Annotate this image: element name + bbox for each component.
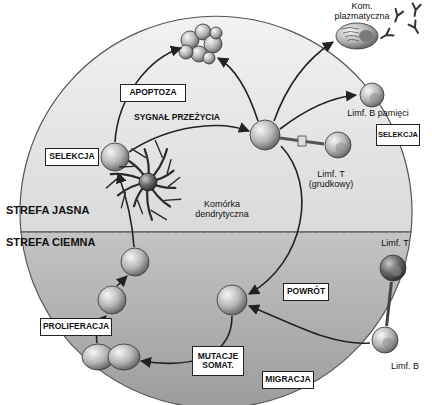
follicular-t-cell-shape: [324, 131, 352, 159]
dendrite-branch: [132, 149, 146, 158]
centroblast: [121, 248, 149, 276]
cell-label: Limf. T (grudkowy): [302, 170, 360, 190]
cell-nucleus: [359, 30, 373, 42]
antibody: [411, 3, 421, 16]
dividing-cell: [108, 344, 140, 370]
b-cell: Limf. B: [371, 326, 399, 354]
zone-fill: [20, 16, 412, 232]
t-cell-shape: [379, 254, 407, 282]
cell-er: [347, 40, 359, 42]
cell-body: [336, 23, 378, 49]
centroblast: [98, 286, 126, 314]
dendrite-branch: [138, 200, 143, 213]
memory-b-cell-shape: [359, 82, 385, 108]
cell-label: Kom. plazmatyczna: [332, 2, 392, 22]
cell-nucleus: [390, 265, 401, 276]
cell-er: [341, 28, 359, 30]
dendrite-branch: [167, 160, 171, 174]
step-box: MUTACJE SOMAT.: [192, 346, 244, 376]
antibody: [379, 29, 393, 42]
process-label: SYGNAŁ PRZEŻYCIA: [134, 112, 220, 122]
step-box: APOPTOZA: [120, 84, 186, 102]
cell-label: Limf. B pamięci: [341, 109, 415, 119]
dendrite-branch: [165, 199, 181, 200]
step-label: POWRÓT: [285, 287, 327, 296]
apoptotic-body: [203, 52, 215, 64]
cell-label: Limf. T: [370, 239, 420, 249]
apoptotic-body: [179, 45, 193, 59]
step-box: POWRÓT: [283, 283, 329, 301]
memory-b-cell: Limf. B pamięci: [359, 82, 385, 108]
apoptotic-body: [210, 27, 222, 39]
dendrite-branch: [121, 192, 125, 208]
cell-er: [343, 32, 359, 34]
dendrite-branch: [106, 176, 120, 188]
cell-label: Limf. B: [380, 362, 430, 372]
centrocyte: [250, 120, 280, 150]
step-label: SELEKCJA: [376, 131, 420, 139]
dendritic-cell: Komórka dendrytyczna: [108, 142, 188, 222]
cell-label: Komórka dendrytyczna: [188, 200, 256, 220]
cell-nucleus: [382, 337, 393, 348]
dendritic-cell-shape: [108, 142, 188, 222]
antibody: [409, 21, 422, 35]
dendrite-branch: [151, 210, 166, 219]
step-box: SELEKCJA: [45, 148, 99, 166]
plasma-cell-shape: [335, 22, 379, 50]
cell-nucleus: [370, 93, 380, 103]
follicular-t-cell: Limf. T (grudkowy): [324, 131, 352, 159]
antibodies: [379, 3, 421, 41]
cell-body: [372, 327, 398, 353]
plasma-cell: Kom. plazmatyczna: [335, 22, 379, 50]
antibody: [392, 9, 404, 23]
centroblast: [217, 285, 247, 315]
dendrite-branch: [169, 178, 180, 187]
dendrite-branch: [155, 141, 162, 158]
zone-label: STREFA JASNA: [6, 204, 116, 216]
cell-er: [345, 36, 359, 38]
dendrite-branch: [120, 166, 134, 168]
step-label: PROLIFERACJA: [41, 322, 111, 331]
t-cell: Limf. T: [379, 254, 407, 282]
step-label: APOPTOZA: [127, 88, 178, 97]
step-label: MIGRACJA: [263, 375, 312, 384]
cell-body: [139, 173, 157, 191]
step-box: MIGRACJA: [262, 371, 314, 389]
cell-body: [325, 132, 351, 158]
step-box: SELEKCJA: [376, 124, 420, 146]
contact-receptor: [298, 136, 306, 146]
b-cell-shape: [371, 326, 399, 354]
cell-body: [360, 83, 384, 107]
zone-fill: [21, 232, 411, 405]
step-label: SELEKCJA: [47, 152, 96, 161]
cell-nucleus: [335, 142, 346, 153]
step-label: MUTACJE SOMAT.: [193, 352, 243, 371]
cell-body: [380, 255, 406, 281]
step-box: PROLIFERACJA: [40, 318, 112, 336]
zone-label: STREFA CIEMNA: [6, 236, 116, 248]
dark-zone: STREFA CIEMNAPOWRÓTPROLIFERACJAMUTACJE S…: [20, 232, 412, 405]
